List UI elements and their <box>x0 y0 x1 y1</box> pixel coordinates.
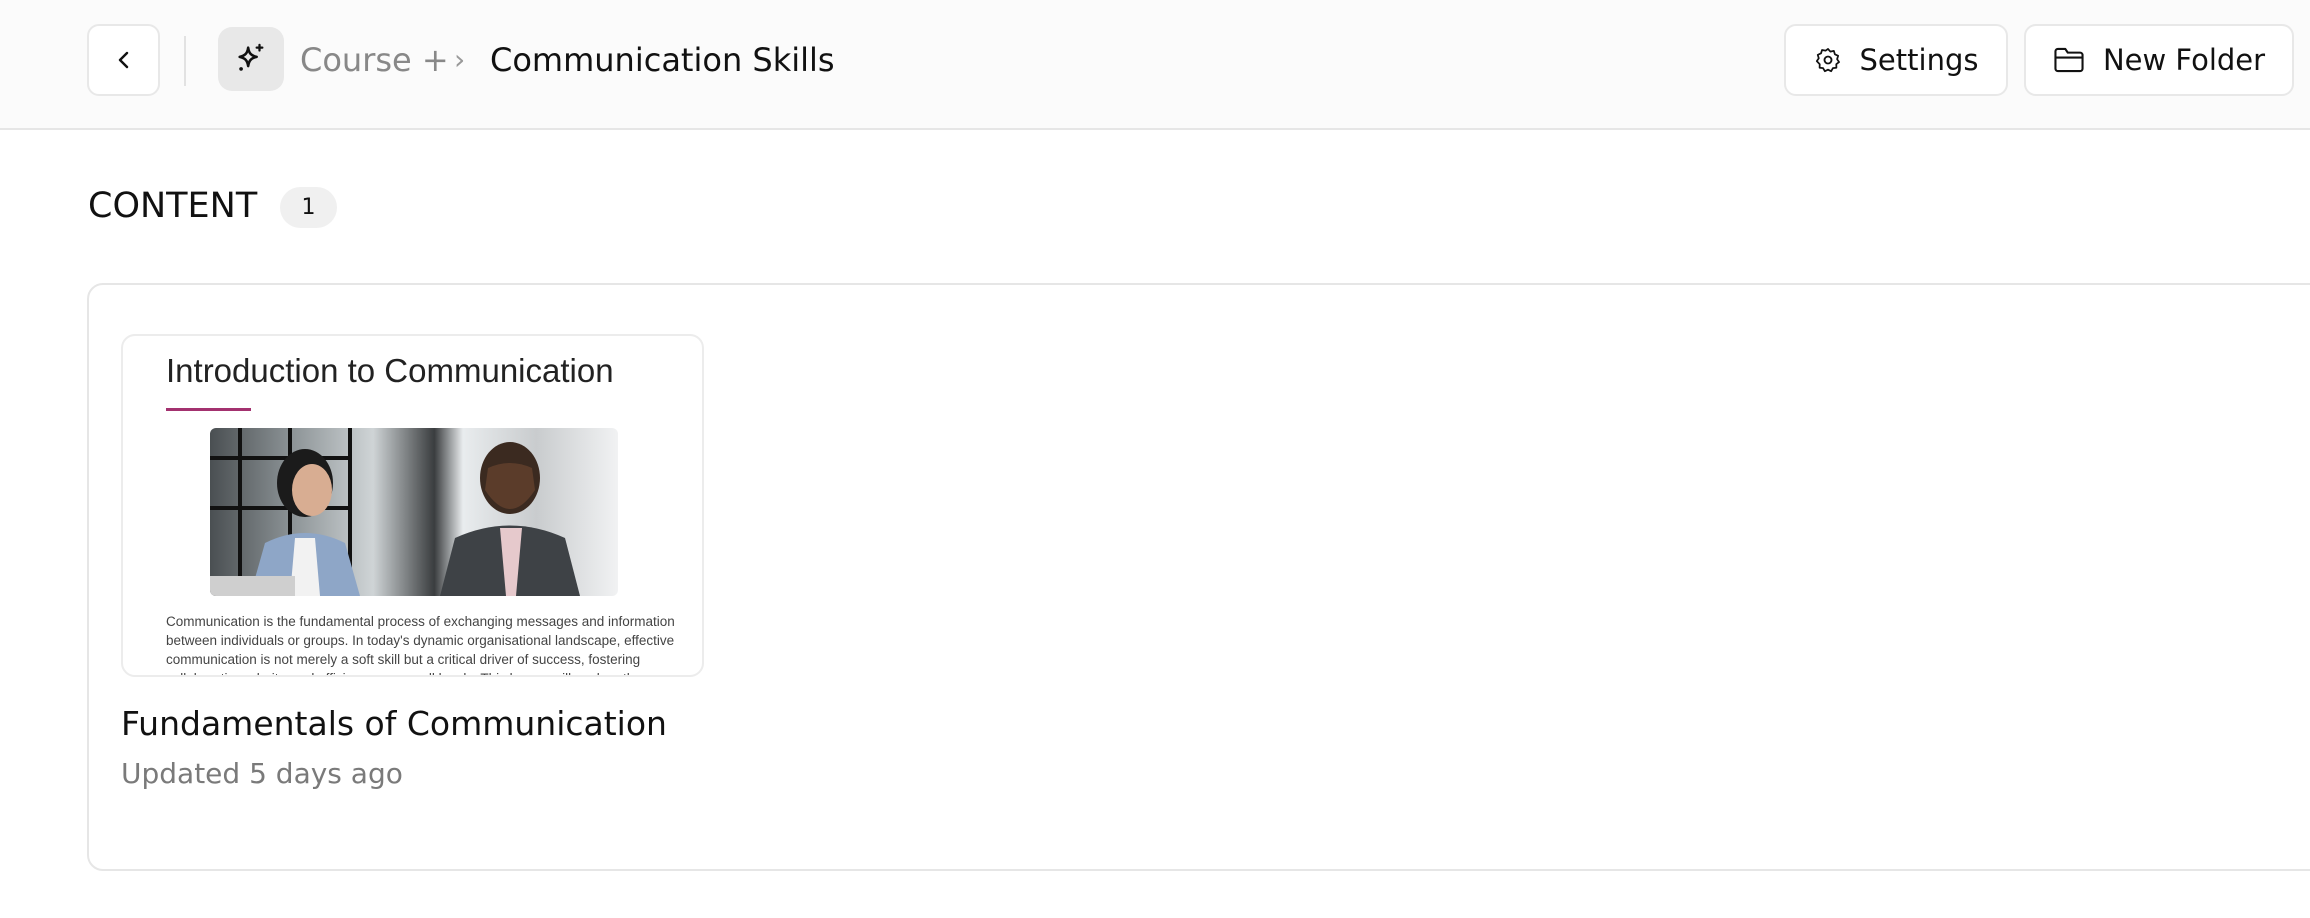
content-card-thumbnail[interactable]: Introduction to Communication Communicat… <box>121 334 704 677</box>
preview-image <box>210 428 618 596</box>
section-heading: CONTENT <box>88 186 258 226</box>
content-card-title[interactable]: Fundamentals of Communication <box>121 704 667 743</box>
accent-underline <box>166 408 251 411</box>
folder-icon <box>2054 47 2084 73</box>
content-panel <box>87 283 2310 871</box>
breadcrumb-separator-icon: › <box>454 43 466 76</box>
breadcrumb-parent[interactable]: Course + <box>300 41 449 79</box>
gear-icon <box>1815 48 1840 73</box>
top-header: Course + › Communication Skills Settings… <box>0 0 2310 130</box>
settings-label: Settings <box>1859 43 1979 77</box>
new-folder-label: New Folder <box>2102 43 2266 77</box>
sparkles-icon <box>238 43 264 71</box>
count-badge: 1 <box>280 187 337 228</box>
course-icon-button[interactable] <box>218 27 284 91</box>
divider <box>184 36 186 86</box>
settings-button[interactable]: Settings <box>1784 24 2008 96</box>
preview-text: Communication is the fundamental process… <box>166 614 675 675</box>
page-title: Communication Skills <box>490 41 835 79</box>
back-button[interactable] <box>87 24 160 96</box>
preview-title: Introduction to Communication <box>166 352 614 389</box>
new-folder-button[interactable]: New Folder <box>2024 24 2294 96</box>
chevron-left-icon <box>118 51 128 69</box>
content-card-updated: Updated 5 days ago <box>121 757 403 790</box>
